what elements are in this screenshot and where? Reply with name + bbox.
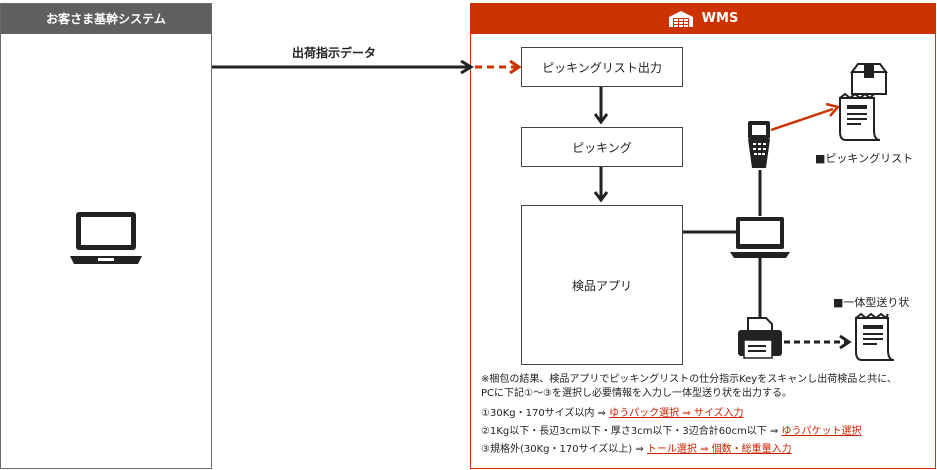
down-arrow-2-head (593, 191, 609, 203)
note-item-3: ③規格外(30Kg・170サイズ以上) ⇒ トール選択 ⇒ 個数・総重量入力 (481, 440, 792, 455)
down-arrow-1-head (593, 113, 609, 125)
warehouse-icon (668, 11, 693, 27)
customer-system-title: お客さま基幹システム (1, 4, 211, 34)
scanner-to-list-arrow (770, 107, 834, 132)
shipping-label-document-icon (855, 312, 895, 361)
note-item-1-text: ①30Kg・170サイズ以内 ⇒ (481, 408, 610, 419)
note-item-1: ①30Kg・170サイズ以内 ⇒ ゆうパック選択 ⇒ サイズ入力 (481, 404, 744, 419)
wms-panel: WMS (470, 3, 936, 469)
note-item-1-action: ゆうパック選択 ⇒ サイズ入力 (609, 408, 744, 419)
picking-box: ピッキング (521, 127, 683, 167)
flow-arrow-head (460, 59, 474, 75)
picking-list-output-box: ピッキングリスト出力 (521, 47, 683, 87)
package-icon (850, 63, 888, 95)
wms-laptop-icon (730, 217, 790, 258)
laptop-icon (70, 212, 142, 264)
customer-system-panel: お客さま基幹システム (0, 3, 212, 469)
wms-title: WMS (701, 11, 739, 26)
note-item-2-text: ②1Kg以下・長辺3cm以下・厚さ3cm以下・3辺合計60cm以下 ⇒ (481, 426, 782, 437)
note-item-2: ②1Kg以下・長辺3cm以下・厚さ3cm以下・3辺合計60cm以下 ⇒ ゆうパケ… (481, 422, 862, 437)
handheld-scanner-icon (748, 121, 770, 168)
printer-icon (738, 317, 782, 359)
note-item-3-text: ③規格外(30Kg・170サイズ以上) ⇒ (481, 444, 647, 455)
note-line-2: PCに下記①～③を選択し必要情報を入力し一体型送り状を出力する。 (481, 388, 792, 399)
shipping-label-label: ■一体型送り状 (833, 296, 910, 309)
scanner-to-list-arrow-head (825, 102, 841, 117)
note-item-2-action: ゆうパケット選択 (781, 426, 862, 437)
note-line-1: ※梱包の結果、検品アプリでピッキングリストの仕分指示Keyをスキャンし出荷検品と… (481, 374, 897, 385)
inspection-app-box: 検品アプリ (521, 205, 683, 365)
flow-label: 出荷指示データ (292, 46, 377, 60)
picking-list-label: ■ピッキングリスト (815, 152, 914, 165)
note-item-3-action: トール選択 ⇒ 個数・総重量入力 (646, 444, 792, 455)
flow-red-head (509, 59, 522, 75)
picking-list-document-icon (839, 92, 881, 141)
printer-to-label-arrow-head (839, 334, 852, 350)
wms-header: WMS (471, 4, 935, 34)
